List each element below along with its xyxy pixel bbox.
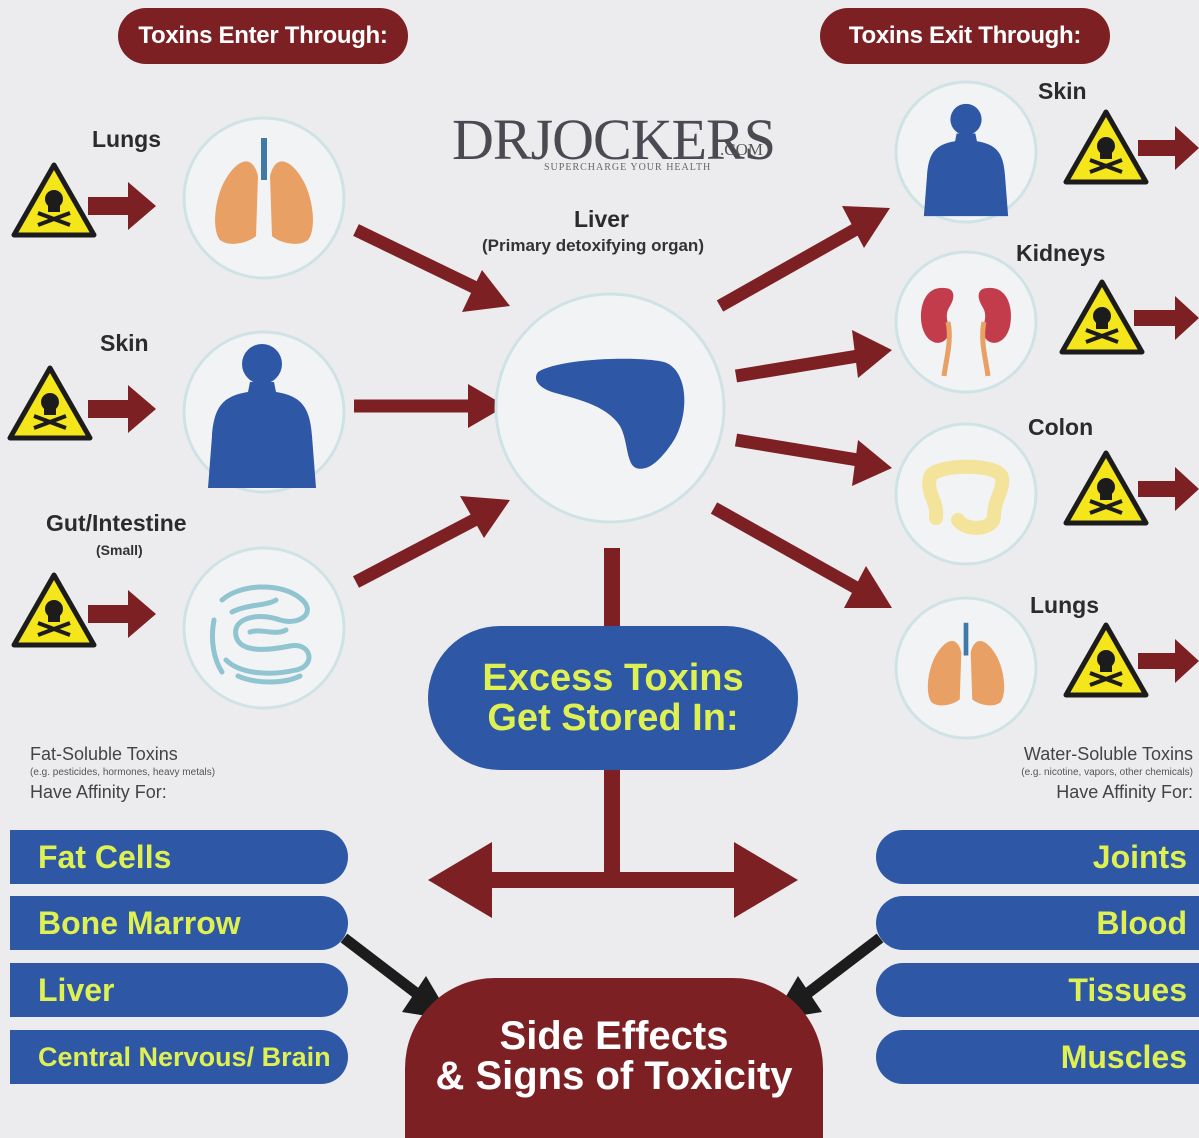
colon-icon: [922, 459, 1010, 535]
hazard-lungs-icon: [14, 165, 94, 235]
water-soluble-examples: (e.g. nicotine, vapors, other chemicals): [1021, 767, 1193, 778]
side-effects-line2: & Signs of Toxicity: [435, 1054, 793, 1098]
storage-connector: [428, 548, 798, 918]
fat-soluble-affinity: Have Affinity For:: [30, 782, 167, 802]
fat-soluble-block: Fat-Soluble Toxins (e.g. pesticides, hor…: [30, 744, 215, 803]
hazard-exit-skin-icon: [1066, 112, 1146, 182]
intestine-icon: [209, 584, 312, 685]
enter-arrows-small: [88, 182, 156, 638]
hazard-exit-colon-icon: [1066, 453, 1146, 523]
toxins-enter-header: Toxins Enter Through:: [118, 8, 408, 64]
side-effects-line1: Side Effects: [499, 1014, 729, 1058]
circle-exit-colon: [894, 422, 1038, 566]
kidneys-icon: [920, 287, 1012, 377]
arrows-into-liver: [352, 224, 510, 588]
hazard-exit-lungs-icon: [1066, 625, 1146, 695]
storage-liver: Liver: [10, 963, 348, 1017]
hazard-gut-icon: [14, 575, 94, 645]
enter-gut-label: Gut/Intestine: [46, 510, 187, 536]
toxins-exit-header: Toxins Exit Through:: [820, 8, 1110, 64]
storage-blood: Blood: [876, 896, 1199, 950]
storage-joints: Joints: [876, 830, 1199, 884]
logo-com: .COM: [720, 140, 763, 159]
storage-bone-marrow: Bone Marrow: [10, 896, 348, 950]
liver-icon: [535, 358, 685, 469]
water-soluble-block: Water-Soluble Toxins (e.g. nicotine, vap…: [1021, 744, 1193, 803]
arrows-out-of-liver: [710, 206, 892, 608]
exit-colon-label: Colon: [1028, 414, 1094, 440]
circle-exit-kidneys: [894, 250, 1038, 394]
exit-arrows-small: [1134, 126, 1199, 683]
storage-muscles: Muscles: [876, 1030, 1199, 1084]
storage-fat-cells: Fat Cells: [10, 830, 348, 884]
exit-lungs-label: Lungs: [1030, 592, 1099, 618]
fat-soluble-examples: (e.g. pesticides, hormones, heavy metals…: [30, 767, 216, 778]
enter-skin-label: Skin: [100, 330, 149, 356]
fat-soluble-title: Fat-Soluble Toxins: [30, 744, 178, 764]
diagram-canvas: [0, 80, 1199, 1020]
storage-tissues: Tissues: [876, 963, 1199, 1017]
excess-toxins-line1: Excess Toxins: [482, 657, 744, 699]
lungs-exit-icon: [927, 622, 1005, 706]
storage-central-nervous-brain: Central Nervous/ Brain: [10, 1030, 348, 1084]
liver-sublabel: (Primary detoxifying organ): [482, 236, 704, 255]
enter-lungs-label: Lungs: [92, 126, 161, 152]
hazard-exit-kidneys-icon: [1062, 282, 1142, 352]
drjockers-logo: DRJOCKERS .COM SUPERCHARGE YOUR HEALTH: [452, 110, 782, 180]
exit-kidneys-label: Kidneys: [1016, 240, 1106, 266]
exit-skin-label: Skin: [1038, 78, 1087, 104]
logo-text: DRJOCKERS: [452, 107, 776, 172]
excess-toxins-line2: Get Stored In:: [487, 697, 739, 739]
water-soluble-title: Water-Soluble Toxins: [1023, 744, 1193, 764]
water-soluble-affinity: Have Affinity For:: [1056, 782, 1193, 802]
circle-exit-lungs: [894, 596, 1038, 740]
side-effects-box: Side Effects & Signs of Toxicity: [405, 978, 823, 1138]
liver-label: Liver: [574, 206, 629, 232]
human-body-exit-icon: [923, 103, 1009, 217]
logo-tagline: SUPERCHARGE YOUR HEALTH: [544, 162, 712, 173]
enter-gut-sublabel: (Small): [96, 542, 143, 558]
excess-toxins-box: Excess Toxins Get Stored In:: [428, 626, 798, 770]
hazard-skin-icon: [10, 368, 90, 438]
